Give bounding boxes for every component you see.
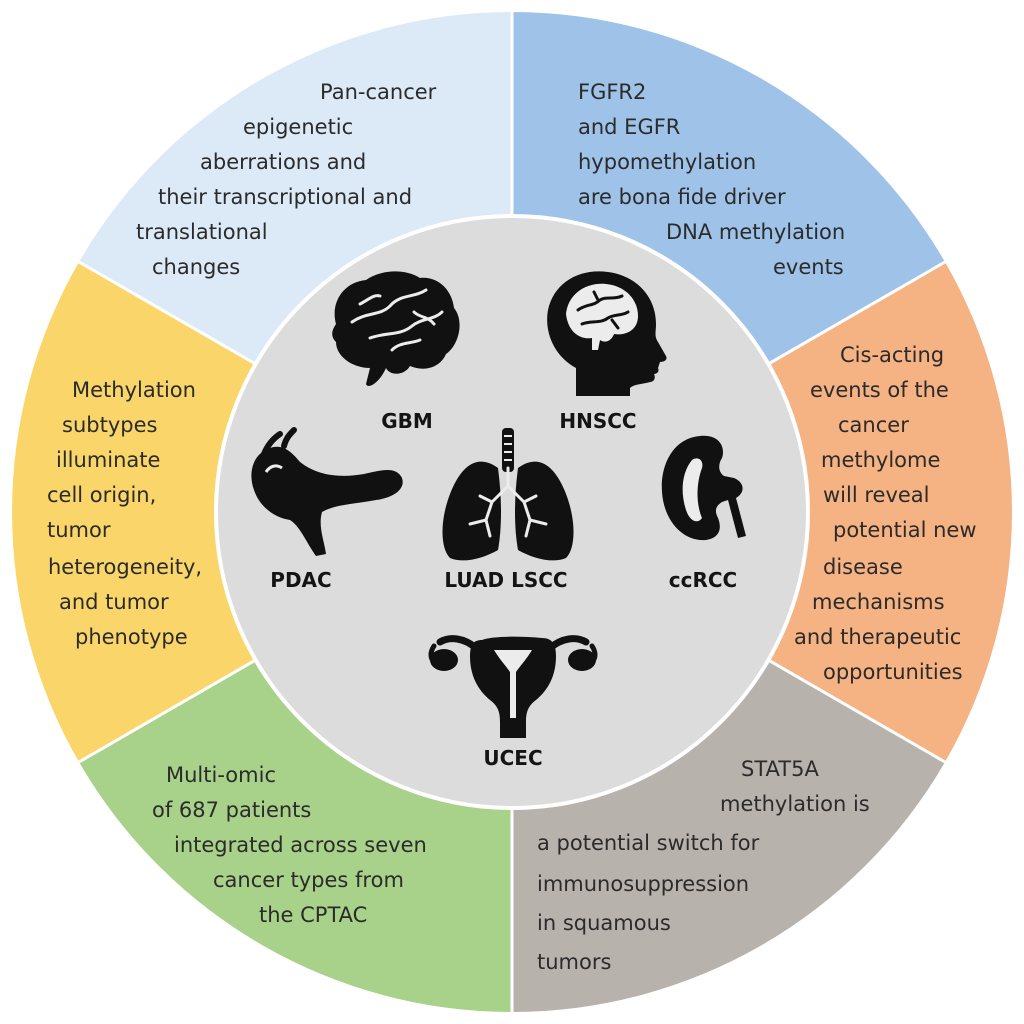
segment-line: opportunities bbox=[823, 660, 963, 684]
segment-text-left: Methylation subtypes illuminate cell ori… bbox=[47, 378, 202, 649]
segment-line: disease bbox=[823, 555, 903, 579]
segment-line: immunosuppression bbox=[537, 872, 749, 896]
pancreas-icon bbox=[251, 427, 403, 556]
segment-line: DNA methylation bbox=[666, 220, 845, 244]
segment-line: and therapeutic bbox=[794, 625, 961, 649]
segment-line: Pan-cancer bbox=[320, 80, 437, 104]
segment-line: potential new bbox=[833, 518, 977, 542]
segment-line: are bona fide driver bbox=[578, 185, 786, 209]
organ-label-ccrcc: ccRCC bbox=[669, 568, 737, 592]
segment-line: methylation is bbox=[720, 792, 870, 816]
segment-line: methylome bbox=[821, 448, 940, 472]
segment-line: mechanisms bbox=[812, 590, 945, 614]
segment-line: cancer bbox=[838, 413, 909, 437]
segment-line: Multi-omic bbox=[166, 763, 276, 787]
segment-line: tumors bbox=[537, 950, 611, 974]
segment-line: illuminate bbox=[56, 448, 160, 472]
segment-text-top-left: Pan-cancer epigenetic aberrations and th… bbox=[136, 80, 437, 279]
segment-line: the CPTAC bbox=[259, 903, 367, 927]
segment-line: tumor bbox=[47, 518, 111, 542]
segment-line: FGFR2 bbox=[578, 80, 646, 104]
segment-text-right: Cis-acting events of the cancer methylom… bbox=[794, 343, 977, 684]
lungs-icon bbox=[442, 428, 574, 561]
segment-line: cell origin, bbox=[47, 483, 156, 507]
segment-text-bottom-left: Multi-omic of 687 patients integrated ac… bbox=[152, 763, 427, 927]
uterus-icon bbox=[428, 635, 598, 738]
organ-label-pdac: PDAC bbox=[270, 568, 331, 592]
segment-line: hypomethylation bbox=[578, 150, 756, 174]
segment-text-top-right: FGFR2 and EGFR hypomethylation are bona … bbox=[578, 80, 845, 279]
segment-line: cancer types from bbox=[213, 868, 404, 892]
segment-line: will reveal bbox=[823, 483, 930, 507]
segment-line: and EGFR bbox=[578, 115, 680, 139]
segment-line: phenotype bbox=[75, 625, 188, 649]
segment-line: epigenetic bbox=[243, 115, 353, 139]
organ-label-ucec: UCEC bbox=[483, 746, 542, 770]
segment-line: integrated across seven bbox=[174, 833, 427, 857]
segment-text-bottom-right: STAT5A methylation is a potential switch… bbox=[537, 757, 870, 974]
organ-label-hnscc: HNSCC bbox=[559, 409, 636, 433]
segment-line: a potential switch for bbox=[537, 831, 760, 855]
organ-label-luad-lscc: LUAD LSCC bbox=[444, 568, 567, 592]
segment-line: aberrations and bbox=[200, 150, 366, 174]
segment-line: in squamous bbox=[537, 911, 671, 935]
segment-line: STAT5A bbox=[741, 757, 819, 781]
head-brain-icon bbox=[547, 271, 667, 396]
organ-label-gbm: GBM bbox=[381, 409, 433, 433]
kidney-icon bbox=[661, 435, 746, 541]
segment-line: events bbox=[773, 255, 844, 279]
segment-line: of 687 patients bbox=[152, 798, 311, 822]
segment-line: events of the bbox=[810, 378, 949, 402]
segment-line: subtypes bbox=[62, 413, 157, 437]
segment-line: and tumor bbox=[59, 590, 169, 614]
brain-icon bbox=[332, 271, 460, 387]
segment-line: heterogeneity, bbox=[48, 555, 202, 579]
segment-line: translational bbox=[136, 220, 268, 244]
segment-line: changes bbox=[152, 255, 240, 279]
segment-line: Cis-acting bbox=[840, 343, 944, 367]
segment-line: Methylation bbox=[72, 378, 196, 402]
segment-line: their transcriptional and bbox=[158, 185, 412, 209]
